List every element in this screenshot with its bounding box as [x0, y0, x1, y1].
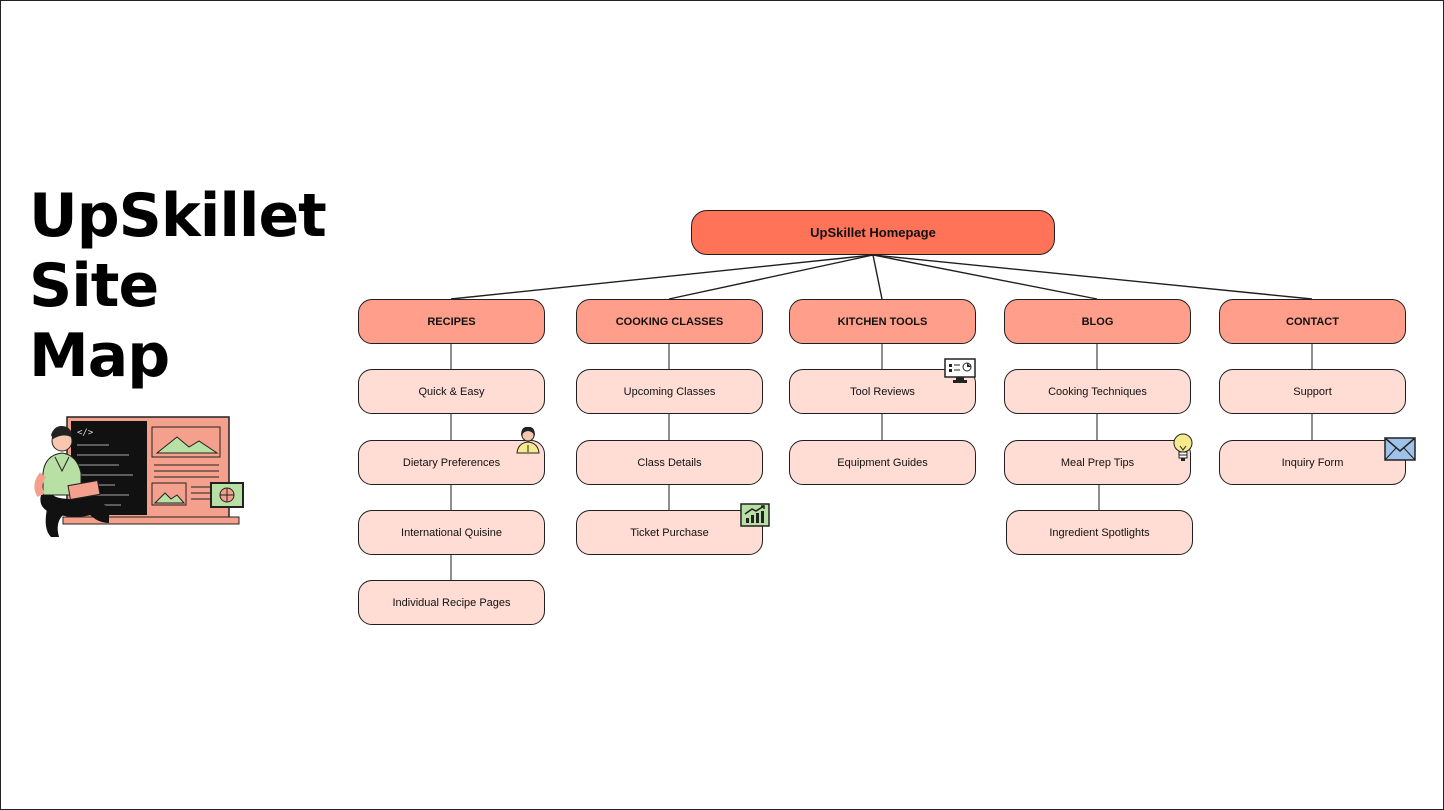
category-label: KITCHEN TOOLS: [837, 315, 928, 328]
page-ingredient-spotlights[interactable]: Ingredient Spotlights: [1006, 510, 1193, 555]
page-equipment-guides[interactable]: Equipment Guides: [789, 440, 976, 485]
category-contact[interactable]: CONTACT: [1219, 299, 1406, 344]
root-to-category-connector: [450, 254, 874, 300]
page-meal-prep-tips[interactable]: Meal Prep Tips: [1004, 440, 1191, 485]
category-kitchen-tools[interactable]: KITCHEN TOOLS: [789, 299, 976, 344]
page-label: Inquiry Form: [1281, 456, 1344, 469]
root-to-category-connector: [872, 254, 1098, 300]
page-class-details[interactable]: Class Details: [576, 440, 763, 485]
page-tool-reviews[interactable]: Tool Reviews: [789, 369, 976, 414]
category-label: COOKING CLASSES: [615, 315, 724, 328]
page-inquiry-form[interactable]: Inquiry Form: [1219, 440, 1406, 485]
page-label: Upcoming Classes: [623, 385, 716, 398]
page-cooking-techniques[interactable]: Cooking Techniques: [1004, 369, 1191, 414]
root-node-label: UpSkillet Homepage: [810, 225, 936, 240]
title-line-3: Map: [29, 321, 170, 391]
category-label: CONTACT: [1286, 315, 1339, 328]
person-with-laptop-illustration: </>: [34, 416, 244, 537]
page-label: International Quisine: [401, 526, 502, 539]
page-label: Equipment Guides: [837, 456, 928, 469]
page-upcoming-classes[interactable]: Upcoming Classes: [576, 369, 763, 414]
person-avatar-icon: [516, 426, 540, 454]
category-recipes[interactable]: RECIPES: [358, 299, 545, 344]
page-label: Cooking Techniques: [1048, 385, 1147, 398]
page-ticket-purchase[interactable]: Ticket Purchase: [576, 510, 763, 555]
envelope-icon: [1384, 437, 1416, 461]
page-support[interactable]: Support: [1219, 369, 1406, 414]
root-to-category-connector: [668, 254, 874, 300]
page-label: Support: [1293, 385, 1332, 398]
title-line-2: Site: [29, 251, 159, 321]
page-label: Dietary Preferences: [402, 456, 501, 469]
growth-chart-icon: [740, 503, 770, 527]
page-quick-easy[interactable]: Quick & Easy: [358, 369, 545, 414]
page-label: Ingredient Spotlights: [1049, 526, 1150, 539]
page-label: Class Details: [637, 456, 702, 469]
category-cooking-classes[interactable]: COOKING CLASSES: [576, 299, 763, 344]
root-to-category-connector: [872, 254, 1313, 300]
monitor-dashboard-icon: [944, 358, 976, 383]
page-international-quisine[interactable]: International Quisine: [358, 510, 545, 555]
page-label: Quick & Easy: [418, 385, 485, 398]
page-label: Tool Reviews: [850, 385, 915, 398]
page-label: Meal Prep Tips: [1060, 456, 1135, 469]
page-label: Ticket Purchase: [630, 526, 709, 539]
svg-text:</>: </>: [77, 428, 94, 438]
category-label: RECIPES: [427, 315, 476, 328]
page-individual-recipe-pages[interactable]: Individual Recipe Pages: [358, 580, 545, 625]
page-dietary-preferences[interactable]: Dietary Preferences: [358, 440, 545, 485]
page-label: Individual Recipe Pages: [392, 596, 511, 609]
category-label: BLOG: [1081, 315, 1114, 328]
lightbulb-icon: [1173, 433, 1193, 461]
title-line-1: UpSkillet: [29, 181, 327, 251]
root-to-category-connector: [872, 254, 883, 300]
root-node-homepage[interactable]: UpSkillet Homepage: [691, 210, 1055, 255]
page-title: UpSkillet Site Map: [29, 181, 327, 391]
category-blog[interactable]: BLOG: [1004, 299, 1191, 344]
